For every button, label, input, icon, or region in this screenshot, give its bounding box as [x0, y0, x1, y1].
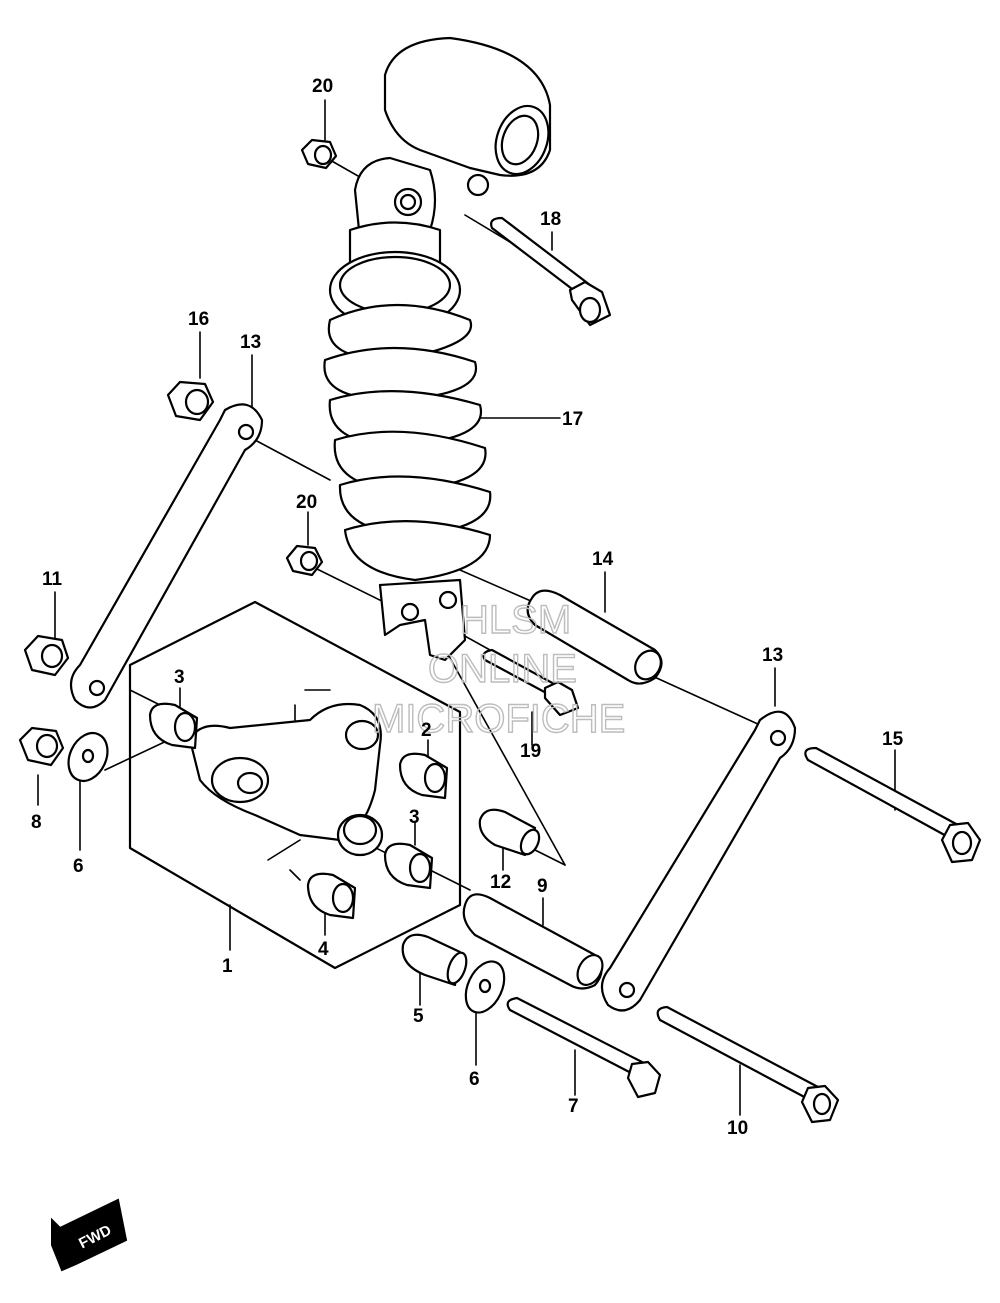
spacer-14: [526, 589, 663, 685]
callout-6-left: 6: [73, 856, 84, 877]
callout-11: 11: [42, 569, 63, 590]
bearing-3-lower: [383, 842, 434, 890]
callout-5: 5: [413, 1006, 424, 1027]
bearing-2: [398, 752, 449, 800]
callout-15: 15: [882, 729, 904, 750]
callout-20-lower: 20: [296, 492, 317, 513]
washer-6-left: [67, 731, 109, 783]
callout-20-top: 20: [312, 76, 333, 97]
callout-9: 9: [537, 876, 548, 897]
callout-16: 16: [188, 309, 209, 330]
cushion-lever-assembly: [188, 689, 384, 881]
watermark: HLSM ONLINE MICROFICHE: [371, 597, 626, 741]
bolt-19: [482, 648, 580, 717]
callout-19: 19: [520, 741, 541, 762]
bolt-15: [804, 746, 982, 864]
callout-18: 18: [540, 209, 561, 230]
callout-13-right: 13: [762, 645, 783, 666]
callout-3-upper: 3: [174, 667, 185, 688]
watermark-line-3: MICROFICHE: [372, 697, 625, 741]
forward-direction-arrow: FWD: [51, 1198, 128, 1272]
callout-4: 4: [318, 939, 329, 960]
callout-3-lower: 3: [409, 807, 420, 828]
nut-8: [18, 726, 65, 767]
callout-7: 7: [568, 1096, 579, 1117]
bolt-7: [506, 996, 662, 1099]
watermark-line-2: ONLINE: [428, 647, 577, 691]
tie-rod-13-right: [600, 710, 797, 1012]
collar-5: [401, 933, 468, 987]
nut-16: [166, 380, 215, 422]
callout-14: 14: [592, 549, 614, 570]
rear-shock-absorber: [323, 36, 552, 662]
callout-17: 17: [562, 409, 583, 430]
nut-20-lower: [285, 544, 324, 577]
bolt-18: [490, 216, 612, 327]
callout-2: 2: [421, 720, 432, 741]
bearing-3-upper: [148, 702, 199, 750]
kit-outline-box: [128, 600, 462, 970]
callout-1: 1: [222, 956, 233, 977]
callout-6-right: 6: [469, 1069, 480, 1090]
bearing-4: [306, 872, 357, 920]
callout-8: 8: [31, 812, 42, 833]
callout-numbers: 20 18 16 13 17 20 11 14 13 3 15 2 19 8 3…: [31, 76, 904, 1139]
washer-6-right: [464, 960, 506, 1014]
nut-20-top: [300, 138, 338, 170]
tie-rod-13-left: [69, 403, 264, 709]
spacer-9: [462, 893, 604, 990]
bolt-10: [656, 1005, 840, 1124]
callout-10: 10: [727, 1118, 748, 1139]
nut-11: [23, 634, 70, 677]
watermark-line-1: HLSM: [460, 598, 571, 642]
collar-12: [478, 808, 541, 857]
callout-12: 12: [490, 872, 511, 893]
callout-13-left: 13: [240, 332, 261, 353]
